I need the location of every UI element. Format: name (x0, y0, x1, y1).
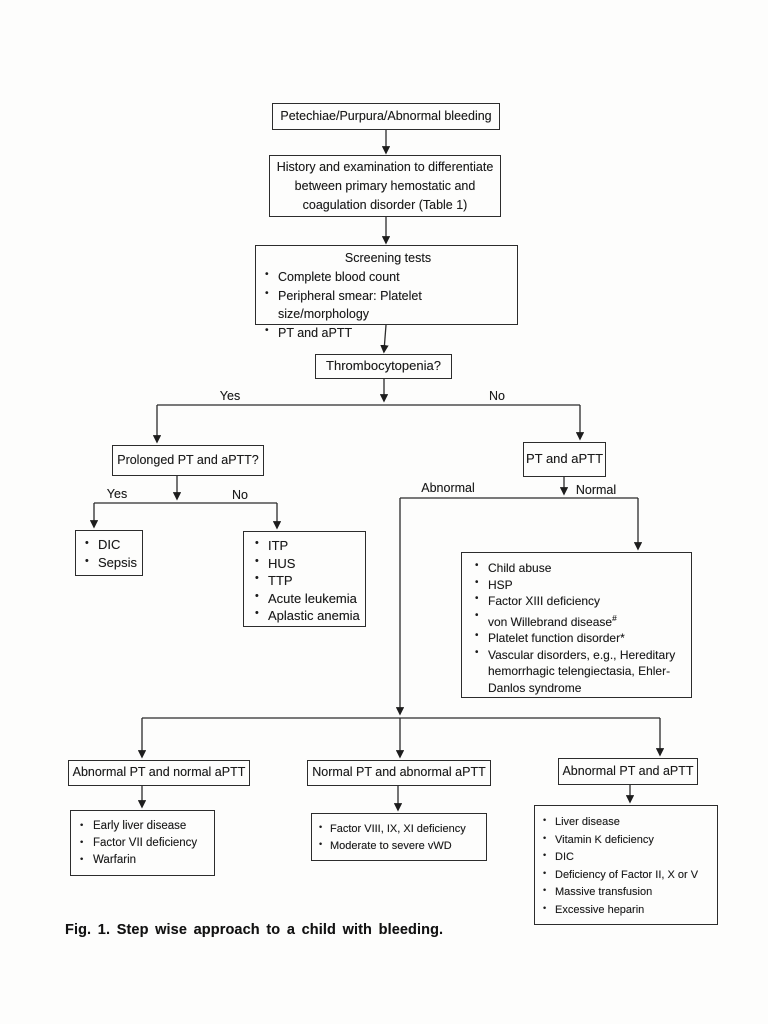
list-item: Acute leukemia (255, 588, 365, 608)
list-item: Factor XIII deficiency (475, 591, 691, 610)
node-abnormal-pt-normal-aptt: Abnormal PT and normal aPTT (68, 760, 250, 786)
list-item: Platelet function disorder* (475, 628, 691, 647)
node-normal-pt-abnormal-aptt: Normal PT and abnormal aPTT (307, 760, 491, 786)
list-item: ITP (255, 535, 365, 555)
node-abnormal-aptt-causes-list: Factor VIII, IX, XI deficiency Moderate … (311, 813, 487, 861)
list-item: PT and aPTT (265, 322, 511, 343)
edge-label-thrombocytopenia-no: No (489, 389, 505, 403)
list-item: TTP (255, 570, 365, 590)
node-pt-and-aptt: PT and aPTT (523, 442, 606, 477)
node-text: Abnormal PT and aPTT (562, 763, 694, 778)
list-item-vwd: von Willebrand disease# (475, 608, 691, 631)
list-item: Aplastic anemia (255, 605, 365, 625)
node-text-line: between primary hemostatic and (294, 179, 476, 193)
list-item: Peripheral smear: Platelet size/morpholo… (265, 285, 511, 324)
node-history-examination: History and examination to differentiate… (269, 155, 501, 217)
node-normal-pt-aptt-causes-list: Child abuse HSP Factor XIII deficiency v… (461, 552, 692, 698)
node-text: Normal PT and abnormal aPTT (312, 765, 486, 780)
list-item: Factor VII deficiency (80, 833, 214, 852)
edge-label-pt-abnormal: Abnormal (421, 481, 475, 495)
edge-label-thrombocytopenia-yes: Yes (219, 389, 241, 403)
node-text-line: History and examination to differentiate (276, 160, 494, 174)
list-item: Vascular disorders, e.g., Hereditary hem… (475, 645, 691, 697)
edge-label-prolonged-yes: Yes (106, 487, 128, 501)
list-item: Child abuse (475, 558, 691, 577)
node-petechiae-purpura: Petechiae/Purpura/Abnormal bleeding (272, 103, 500, 130)
node-title: Screening tests (344, 251, 432, 265)
node-screening-tests: Screening tests Complete blood count Per… (255, 245, 518, 340)
list-item: Early liver disease (80, 816, 214, 835)
list-item: Excessive heparin (543, 900, 717, 920)
list-item: Complete blood count (265, 266, 511, 287)
list-item: Sepsis (85, 552, 142, 572)
list-item: Factor VIII, IX, XI deficiency (319, 819, 486, 838)
vwd-superscript: # (612, 612, 617, 623)
figure-caption: Fig. 1. Step wise approach to a child wi… (65, 922, 444, 938)
node-abnormal-pt-causes-list: Early liver disease Factor VII deficienc… (70, 810, 215, 876)
node-both-abnormal-causes-list: Liver disease Vitamin K deficiency DIC D… (534, 805, 718, 925)
node-text: Abnormal PT and normal aPTT (72, 765, 246, 780)
vwd-text: von Willebrand disease (488, 614, 613, 629)
node-prolonged-pt-aptt: Prolonged PT and aPTT? (112, 445, 264, 476)
node-thrombocytopenia-causes-list: ITP HUS TTP Acute leukemia Aplastic anem… (243, 531, 366, 627)
list-item: Deficiency of Factor II, X or V (543, 865, 717, 885)
list-item: Moderate to severe vWD (319, 836, 486, 855)
node-text: Thrombocytopenia? (326, 358, 441, 374)
list-item: Massive transfusion (543, 882, 717, 902)
edge-label-prolonged-no: No (232, 488, 248, 502)
edge-label-pt-normal: Normal (575, 483, 617, 497)
node-abnormal-pt-and-aptt: Abnormal PT and aPTT (558, 758, 698, 785)
list-item: Vitamin K deficiency (543, 830, 717, 850)
list-item: HUS (255, 553, 365, 573)
node-dic-sepsis-list: DIC Sepsis (75, 530, 143, 576)
list-item: DIC (85, 534, 142, 554)
node-text-line: coagulation disorder (Table 1) (302, 198, 468, 212)
node-thrombocytopenia: Thrombocytopenia? (315, 354, 452, 379)
node-text: Prolonged PT and aPTT? (117, 452, 259, 467)
list-item: DIC (543, 847, 717, 867)
list-item: HSP (475, 575, 691, 594)
list-item: Liver disease (543, 812, 717, 832)
node-text: PT and aPTT (525, 451, 604, 467)
node-text: Petechiae/Purpura/Abnormal bleeding (280, 108, 492, 123)
list-item: Warfarin (80, 850, 214, 869)
